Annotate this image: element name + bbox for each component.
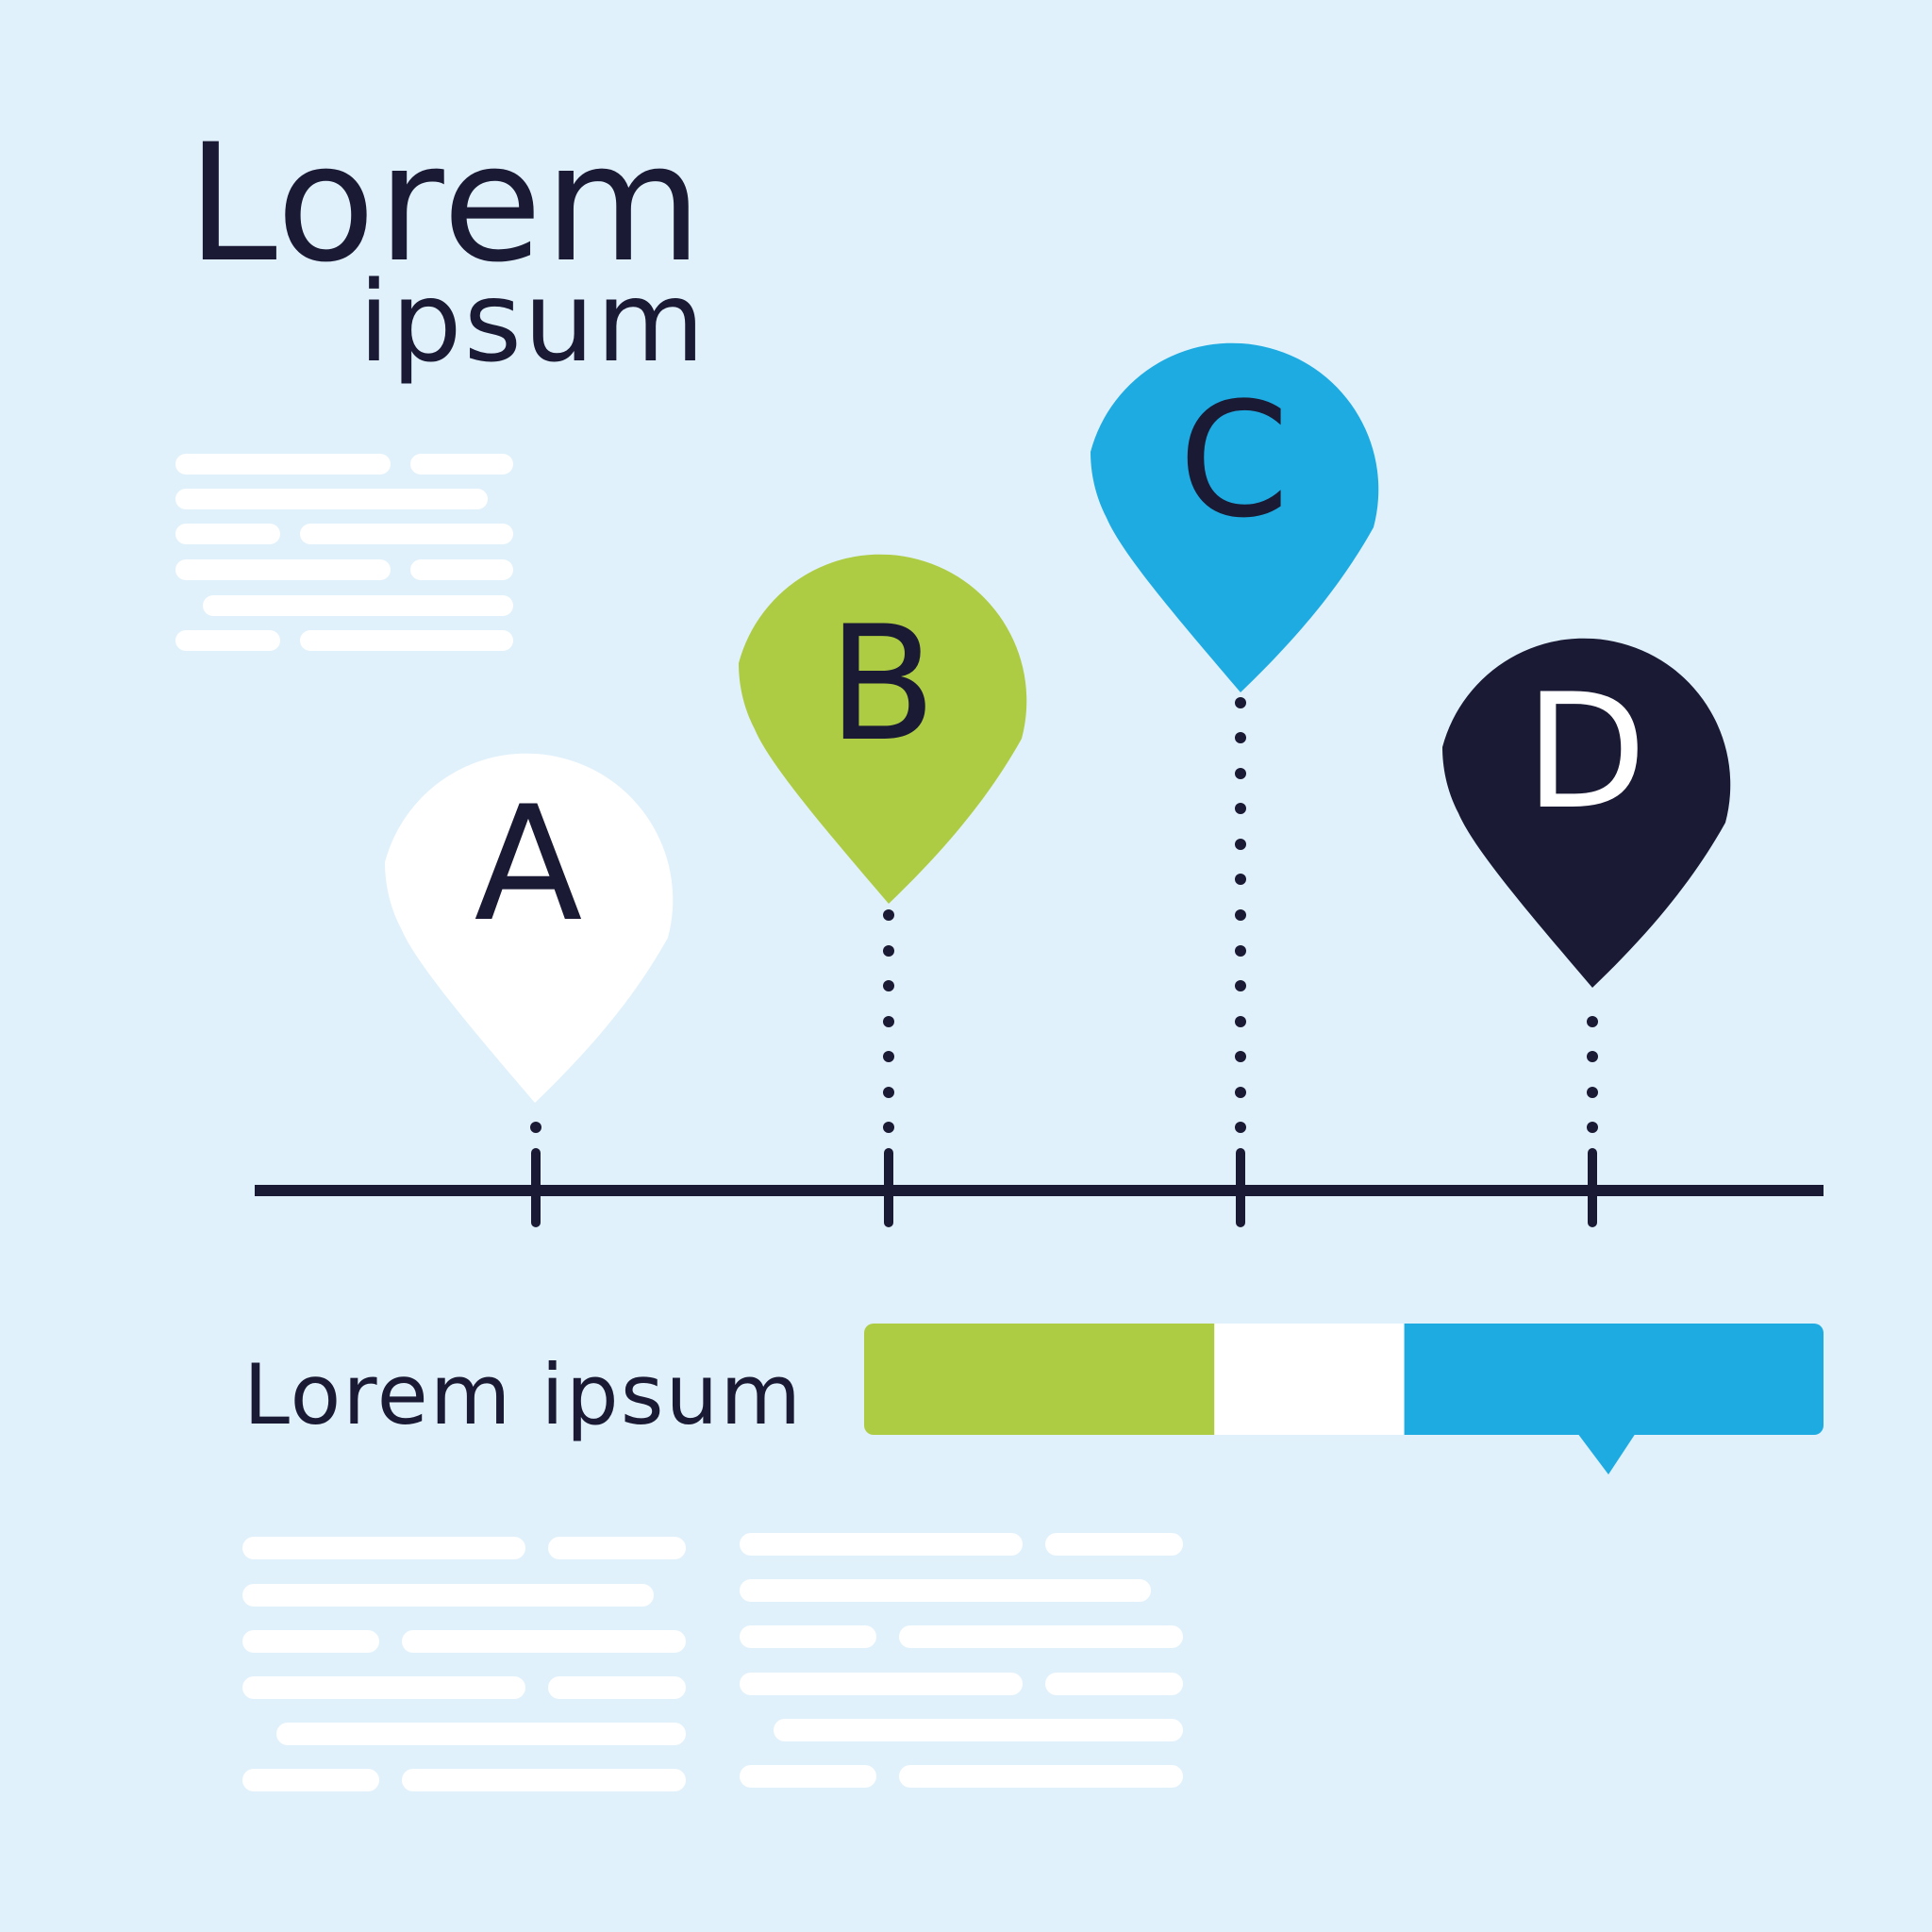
pin-a-label: A: [475, 772, 583, 957]
pin-b-label: B: [827, 591, 936, 776]
pin-c: C: [1091, 342, 1379, 692]
pin-b-marker: [739, 554, 1027, 904]
main-title-line2: ipsum: [358, 257, 707, 387]
placeholder-text-block-bottom-right: [740, 1533, 1183, 1788]
pin-a: A: [385, 753, 674, 1103]
main-title-line1: Lorem: [187, 108, 705, 298]
placeholder-text-block-bottom-left: [242, 1537, 686, 1791]
placeholder-text-block-top: [175, 454, 513, 651]
pin-d-marker: [1442, 638, 1731, 988]
pin-c-label: C: [1178, 368, 1289, 553]
bar-segment-1: [864, 1324, 1215, 1435]
pin-c-marker: [1091, 342, 1379, 692]
pin-a-marker: [385, 753, 674, 1103]
bar-segment-3: [1404, 1324, 1824, 1435]
bar-pointer: [1577, 1433, 1636, 1474]
bar-segment-2: [1214, 1324, 1406, 1435]
segmented-bar: [864, 1324, 1824, 1435]
pin-d-label: D: [1524, 659, 1646, 844]
section-title: Lorem ipsum: [243, 1346, 804, 1443]
pin-d: D: [1442, 638, 1731, 988]
timeline-ticks: [531, 1148, 1597, 1227]
dotted-connectors: [530, 697, 1598, 1133]
pin-b: B: [739, 554, 1027, 904]
